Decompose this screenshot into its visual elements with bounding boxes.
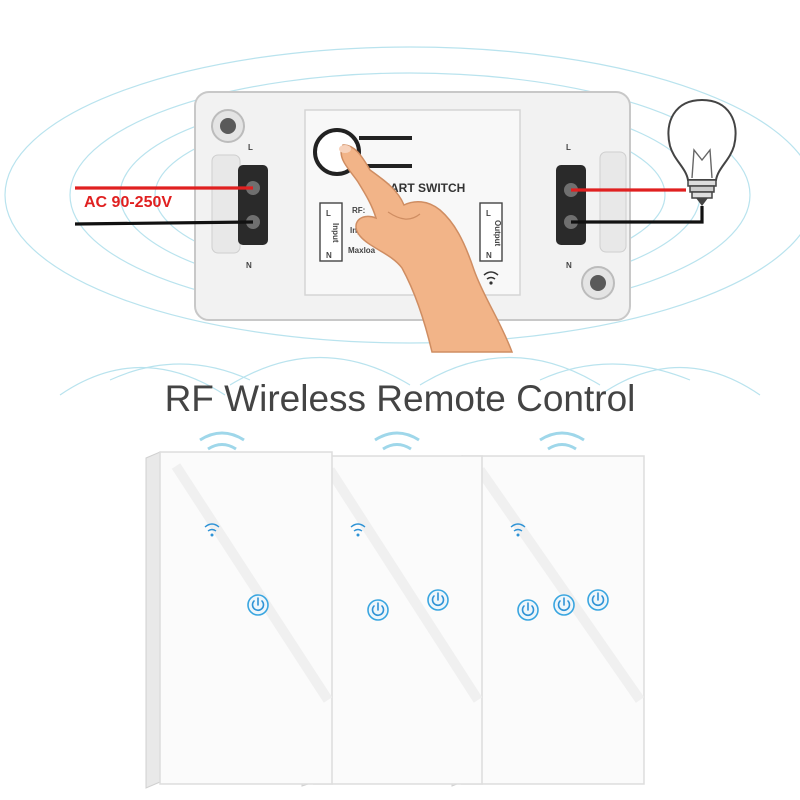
power-icon[interactable] <box>427 589 449 611</box>
light-bulb-icon <box>667 98 737 206</box>
module-label: MART SWITCH <box>380 181 465 195</box>
headline: RF Wireless Remote Control <box>164 378 636 419</box>
power-label: AC 90-250V <box>84 194 172 211</box>
module-maxload-text: Maxloa <box>348 246 376 255</box>
power-icon[interactable] <box>587 589 609 611</box>
wifi-icon <box>204 523 220 537</box>
left-terminal-l: L <box>326 209 331 218</box>
right-terminal-n: N <box>486 251 492 260</box>
svg-text:N: N <box>246 261 252 270</box>
right-terminal-l: L <box>486 209 491 218</box>
wifi-icon <box>350 523 366 537</box>
panel-signal-arcs <box>199 431 585 451</box>
power-icon[interactable] <box>553 594 575 616</box>
wifi-icon <box>483 271 499 285</box>
power-icon[interactable] <box>517 599 539 621</box>
wave-ripples <box>59 357 761 396</box>
power-icon[interactable] <box>367 599 389 621</box>
wall-switch-panel-1gang <box>145 451 333 789</box>
right-terminal-side: Output <box>493 220 502 247</box>
power-icon[interactable] <box>247 594 269 616</box>
module-rf-text: RF: <box>352 206 365 215</box>
svg-text:N: N <box>566 261 572 270</box>
svg-text:L: L <box>248 143 253 152</box>
svg-text:L: L <box>566 143 571 152</box>
hand-icon <box>339 144 514 353</box>
left-terminal-n: N <box>326 251 332 260</box>
left-terminal-side: Input <box>331 223 340 243</box>
wires <box>74 186 704 226</box>
wifi-icon <box>510 523 526 537</box>
